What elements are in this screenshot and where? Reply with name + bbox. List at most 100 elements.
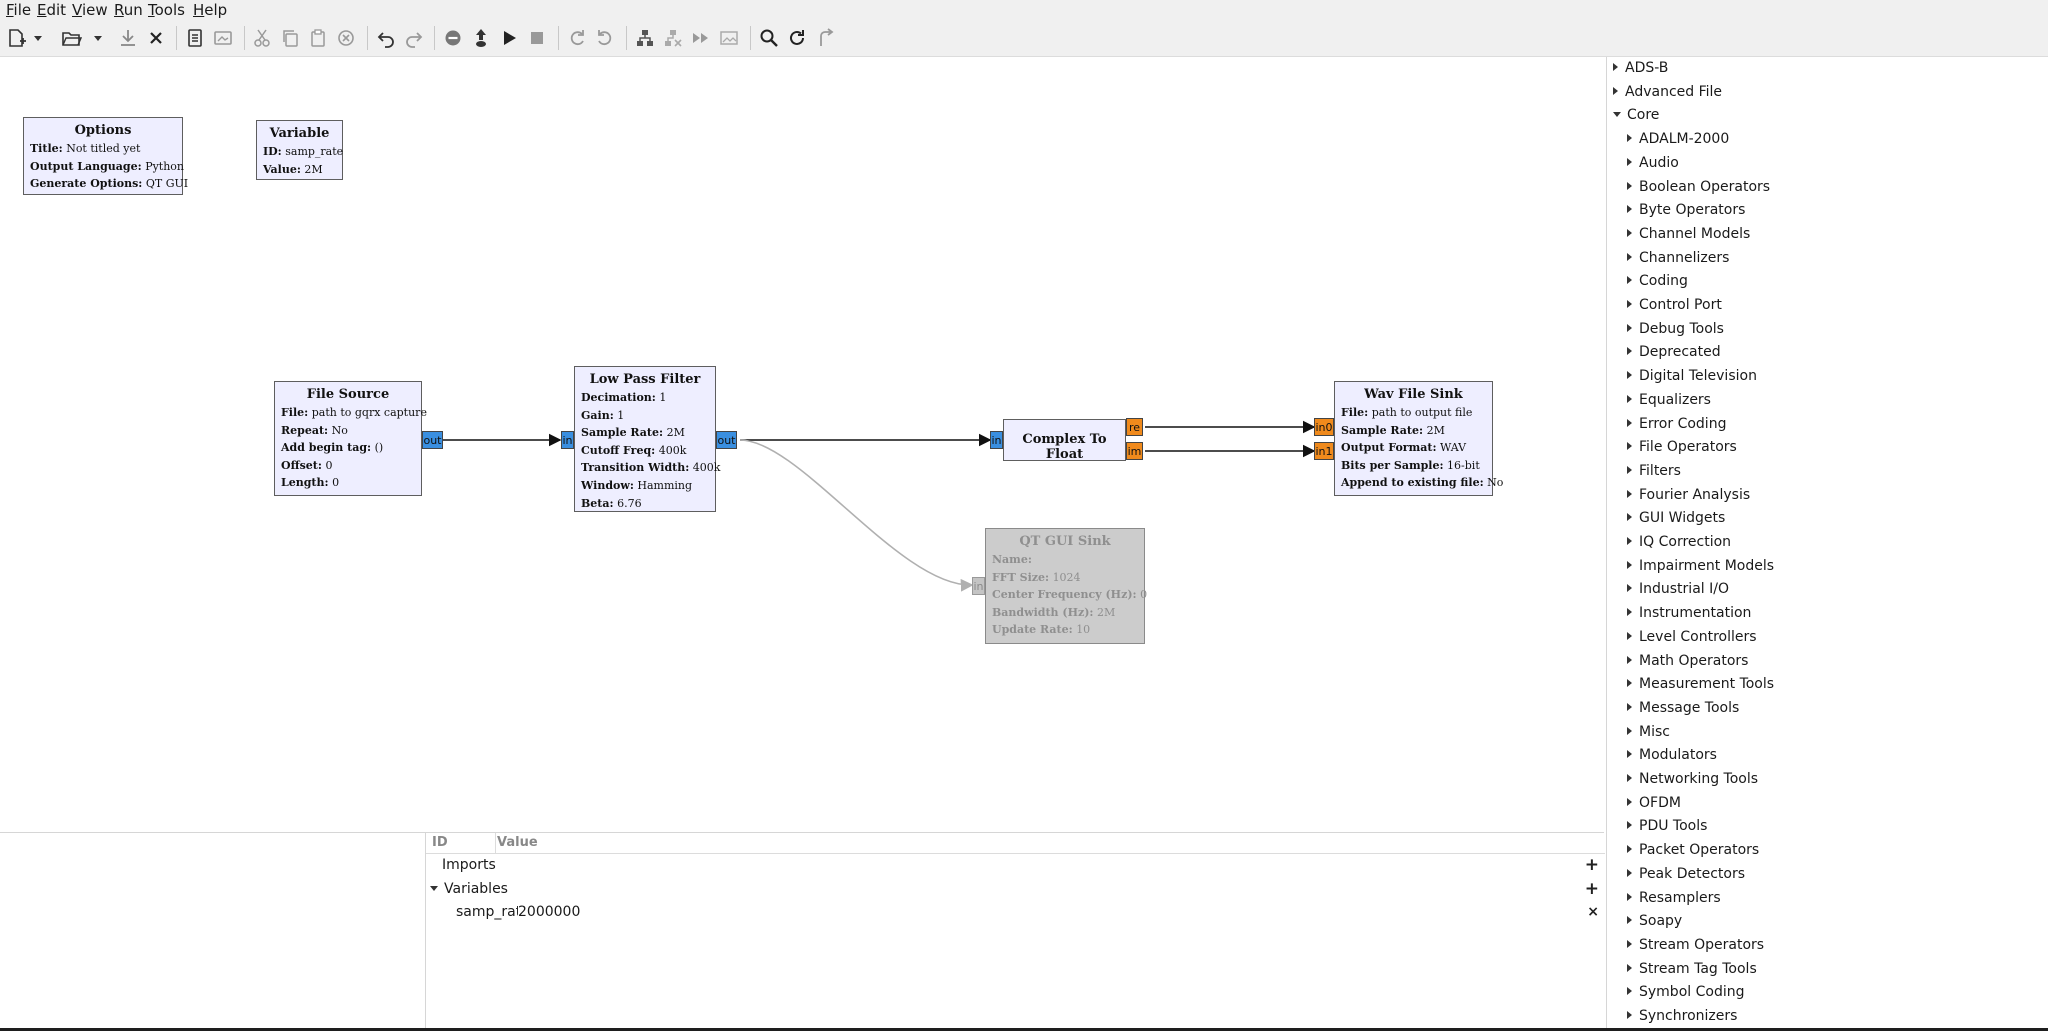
collapsed-arrow-icon[interactable] xyxy=(1627,489,1632,498)
paste-icon[interactable] xyxy=(306,26,330,50)
port-c2f-in[interactable]: in xyxy=(990,431,1003,449)
collapsed-arrow-icon[interactable] xyxy=(1627,228,1632,237)
collapsed-arrow-icon[interactable] xyxy=(1613,63,1618,71)
collapsed-arrow-icon[interactable] xyxy=(1627,726,1632,735)
bypass-icon[interactable] xyxy=(469,26,493,50)
expanded-arrow-icon[interactable] xyxy=(1613,112,1621,118)
collapsed-arrow-icon[interactable] xyxy=(1627,608,1632,617)
screenshot-icon[interactable] xyxy=(211,26,235,50)
collapsed-arrow-icon[interactable] xyxy=(1627,276,1632,285)
cut-icon[interactable] xyxy=(250,26,274,50)
block-wav-file-sink[interactable]: Wav File Sink File: path to output file … xyxy=(1334,381,1503,496)
stop-icon[interactable] xyxy=(525,26,549,50)
collapsed-arrow-icon[interactable] xyxy=(1627,774,1632,782)
block-low-pass-filter[interactable]: Low Pass Filter Decimation: 1 Gain: 1 Sa… xyxy=(574,366,720,512)
copy-icon[interactable] xyxy=(278,26,302,50)
collapsed-arrow-icon[interactable] xyxy=(1627,1011,1632,1019)
library-category[interactable]: Error Coding xyxy=(1627,415,1726,433)
library-category[interactable]: Packet Operators xyxy=(1627,841,1759,859)
variable-value[interactable]: 2000000 xyxy=(518,904,581,920)
port-filesource-out[interactable]: out xyxy=(422,431,443,449)
flowgraph-canvas[interactable]: Options Title: Not titled yet Output Lan… xyxy=(0,57,1604,832)
remove-variable-button[interactable]: × xyxy=(1587,904,1599,920)
collapsed-arrow-icon[interactable] xyxy=(1627,797,1632,806)
collapsed-arrow-icon[interactable] xyxy=(1613,86,1618,95)
library-category[interactable]: Audio xyxy=(1627,154,1679,172)
port-qt-in[interactable]: in xyxy=(972,577,985,595)
library-category[interactable]: Measurement Tools xyxy=(1627,675,1774,693)
library-category[interactable]: Modulators xyxy=(1627,746,1717,764)
library-category[interactable]: Filters xyxy=(1627,462,1681,480)
library-category[interactable]: Deprecated xyxy=(1627,343,1721,361)
report-icon[interactable] xyxy=(183,26,207,50)
library-category[interactable]: Symbol Coding xyxy=(1627,983,1744,1001)
library-category[interactable]: PDU Tools xyxy=(1627,817,1707,835)
library-category[interactable]: Byte Operators xyxy=(1627,201,1745,219)
collapsed-arrow-icon[interactable] xyxy=(1627,513,1632,522)
collapsed-arrow-icon[interactable] xyxy=(1627,702,1632,711)
collapsed-arrow-icon[interactable] xyxy=(1627,560,1632,569)
library-category[interactable]: Message Tools xyxy=(1627,699,1739,717)
library-category[interactable]: Core xyxy=(1613,106,1659,124)
dropdown-arrow-icon[interactable] xyxy=(31,26,45,50)
collapsed-arrow-icon[interactable] xyxy=(1627,347,1632,356)
port-wav-in0[interactable]: in0 xyxy=(1314,418,1334,436)
forward-icon[interactable] xyxy=(689,26,713,50)
menu-file[interactable]: File xyxy=(6,1,32,19)
collapsed-arrow-icon[interactable] xyxy=(1627,821,1632,830)
library-category[interactable]: Networking Tools xyxy=(1627,770,1758,788)
collapsed-arrow-icon[interactable] xyxy=(1627,939,1632,948)
library-category[interactable]: Coding xyxy=(1627,272,1688,290)
library-category[interactable]: Boolean Operators xyxy=(1627,178,1770,196)
library-category[interactable]: Debug Tools xyxy=(1627,320,1724,338)
library-category[interactable]: Advanced File xyxy=(1613,83,1722,101)
collapsed-arrow-icon[interactable] xyxy=(1627,181,1632,190)
port-lpf-out[interactable]: out xyxy=(716,431,737,449)
run-icon[interactable] xyxy=(497,26,521,50)
library-category[interactable]: Instrumentation xyxy=(1627,604,1751,622)
new-icon[interactable] xyxy=(4,26,28,50)
dropdown-arrow-icon[interactable] xyxy=(91,26,105,50)
collapsed-arrow-icon[interactable] xyxy=(1627,584,1632,593)
library-category[interactable]: Digital Television xyxy=(1627,367,1757,385)
port-c2f-re[interactable]: re xyxy=(1126,418,1143,436)
collapsed-arrow-icon[interactable] xyxy=(1627,655,1632,664)
tree-row-imports[interactable]: Imports xyxy=(442,854,1605,876)
menu-edit[interactable]: Edit xyxy=(37,1,67,19)
collapsed-arrow-icon[interactable] xyxy=(1627,205,1632,214)
port-wav-in1[interactable]: in1 xyxy=(1314,442,1334,460)
save-icon[interactable] xyxy=(116,26,140,50)
library-category[interactable]: Level Controllers xyxy=(1627,628,1757,646)
delete-icon[interactable] xyxy=(334,26,358,50)
library-category[interactable]: Misc xyxy=(1627,723,1670,741)
collapsed-arrow-icon[interactable] xyxy=(1627,394,1632,403)
collapsed-arrow-icon[interactable] xyxy=(1627,537,1632,545)
library-category[interactable]: File Operators xyxy=(1627,438,1737,456)
hier-block-icon[interactable] xyxy=(633,26,657,50)
hier-block-remove-icon[interactable] xyxy=(661,26,685,50)
port-c2f-im[interactable]: im xyxy=(1126,442,1143,460)
block-variable[interactable]: Variable ID: samp_rate Value: 2M xyxy=(256,120,343,180)
undo-icon[interactable] xyxy=(374,26,398,50)
library-category[interactable]: Resamplers xyxy=(1627,889,1721,907)
collapsed-arrow-icon[interactable] xyxy=(1627,987,1632,996)
collapsed-arrow-icon[interactable] xyxy=(1627,750,1632,759)
library-category[interactable]: GUI Widgets xyxy=(1627,509,1725,527)
return-icon[interactable] xyxy=(813,26,837,50)
block-qt-gui-sink[interactable]: QT GUI Sink Name: FFT Size: 1024 Center … xyxy=(985,528,1147,644)
rotate-ccw-icon[interactable] xyxy=(565,26,589,50)
collapsed-arrow-icon[interactable] xyxy=(1627,679,1632,688)
library-category[interactable]: Stream Tag Tools xyxy=(1627,960,1757,978)
library-category[interactable]: Industrial I/O xyxy=(1627,580,1729,598)
collapsed-arrow-icon[interactable] xyxy=(1627,371,1632,380)
library-category[interactable]: Fourier Analysis xyxy=(1627,486,1750,504)
collapsed-arrow-icon[interactable] xyxy=(1627,963,1632,972)
column-id[interactable]: ID xyxy=(432,835,448,850)
block-options[interactable]: Options Title: Not titled yet Output Lan… xyxy=(23,117,188,195)
add-variable-button[interactable]: + xyxy=(1584,879,1599,899)
library-category[interactable]: Stream Operators xyxy=(1627,936,1764,954)
collapsed-arrow-icon[interactable] xyxy=(1627,418,1632,427)
menu-tools[interactable]: Tools xyxy=(148,1,185,19)
image-icon[interactable] xyxy=(717,26,741,50)
block-complex-to-float[interactable]: Complex To Float xyxy=(1003,419,1126,462)
